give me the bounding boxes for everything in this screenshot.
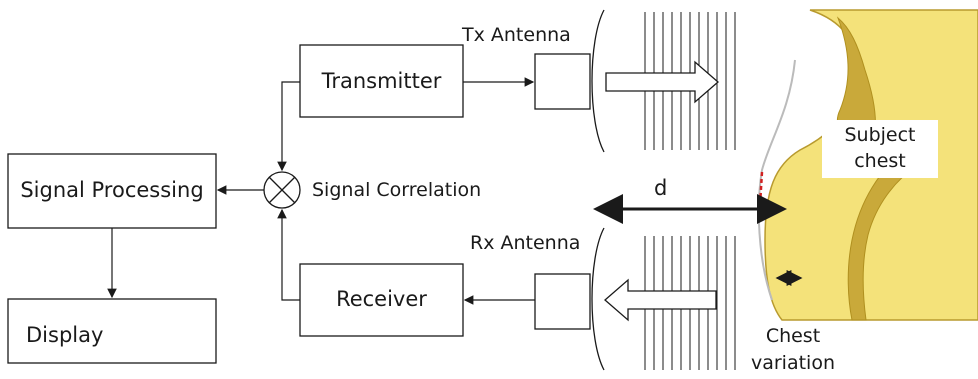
receiver-block xyxy=(299,263,464,337)
chest-variation-label-line1: Chest xyxy=(765,325,821,347)
subject-chest-illustration xyxy=(757,9,978,321)
receiver-label: Receiver xyxy=(336,287,427,311)
correlator-symbol xyxy=(263,171,301,209)
tx-antenna-dish xyxy=(591,9,605,153)
signal-processing-label: Signal Processing xyxy=(20,178,204,202)
distance-label: d xyxy=(654,176,668,200)
transmitter-label: Transmitter xyxy=(321,69,442,93)
tx-wave-arrow xyxy=(605,60,719,104)
display-block xyxy=(7,298,217,364)
rx-antenna-box xyxy=(534,273,591,330)
signal-processing-block xyxy=(7,153,217,229)
rx-antenna-dish xyxy=(591,227,605,371)
chest-position-marker xyxy=(758,171,764,206)
subject-chest-label-box xyxy=(822,120,938,178)
chest-surface-outline xyxy=(757,59,796,301)
tx-antenna-box xyxy=(534,53,591,110)
rx-wave-arrow xyxy=(604,278,717,322)
subject-chest-label-line2: chest xyxy=(854,150,906,172)
rx-wavefronts xyxy=(644,236,736,370)
tx-antenna-label: Tx Antenna xyxy=(462,24,571,46)
rx-antenna-label: Rx Antenna xyxy=(470,232,581,254)
subject-chest-label-line1: Subject xyxy=(844,124,916,146)
connection-lines xyxy=(107,77,535,305)
display-label: Display xyxy=(26,323,104,347)
signal-correlation-label: Signal Correlation xyxy=(312,179,482,201)
chest-variation-label-line2: variation xyxy=(750,352,835,374)
transmitter-block xyxy=(299,44,464,118)
